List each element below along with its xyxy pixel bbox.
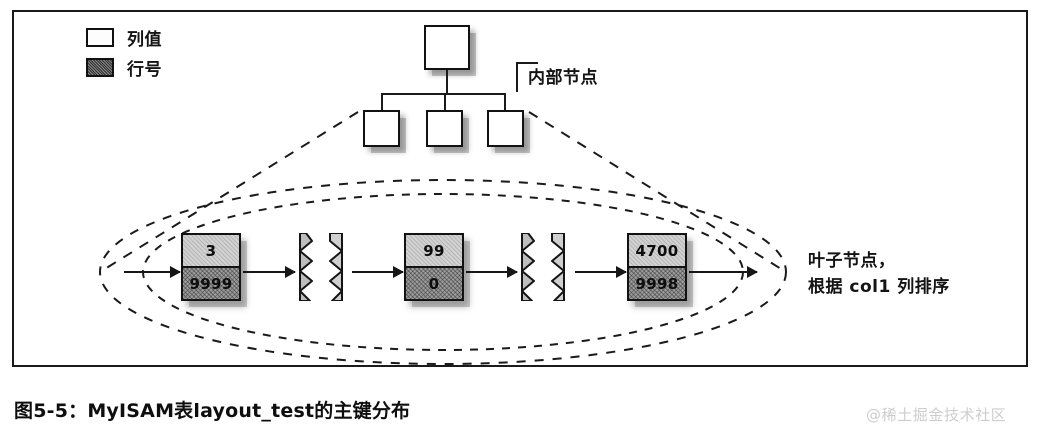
leaf-node-label: 叶子节点， 根据 col1 列排序 [808,248,950,300]
figure-caption: 图5-5：MyISAM表layout_test的主键分布 [14,400,411,422]
connector-child-3 [504,93,506,111]
leaf-chain-arrow-4 [575,266,627,278]
connector-root-stem [446,70,448,94]
legend: 列值 行号 [86,22,266,82]
leaf-rownum-cell: 9998 [629,268,685,299]
leaf-value-cell: 99 [406,235,462,268]
root-node [424,25,470,70]
legend-item-label: 行号 [127,59,162,80]
leaf-value-cell: 4700 [629,235,685,268]
leaf-node-2: 99 0 [404,233,464,301]
legend-item-column-value: 列值 [86,22,266,52]
leaf-rownum-cell: 9999 [183,268,239,299]
zigzag-break-icon [518,232,574,302]
internal-node-callout-leader-vertical [516,62,518,92]
column-value-swatch [86,27,114,47]
internal-node-2 [426,110,463,147]
leaf-chain-arrow-out [689,266,758,278]
internal-node-label: 内部节点 [528,68,598,88]
legend-item-row-number: 行号 [86,52,266,82]
internal-node-callout-leader [516,62,538,64]
leaf-node-3: 4700 9998 [627,233,687,301]
leaf-chain-arrow-3 [466,266,518,278]
leaf-chain-arrow-1 [243,266,296,278]
leaf-node-label-line-2: 根据 col1 列排序 [808,277,950,297]
legend-item-label: 列值 [127,29,162,50]
internal-node-1 [363,110,400,147]
connector-horizontal-bus [381,93,505,95]
leaf-chain-arrow-in [124,266,181,278]
connector-child-2 [444,93,446,111]
leaf-rownum-cell: 0 [406,268,462,299]
connector-child-1 [381,93,383,111]
zigzag-break-icon [296,232,352,302]
leaf-value-cell: 3 [183,235,239,268]
leaf-chain-arrow-2 [352,266,404,278]
row-number-swatch [86,57,114,77]
watermark: @稀土掘金技术社区 [866,406,1007,424]
internal-node-3 [487,110,524,147]
leaf-node-label-line-1: 叶子节点， [808,251,896,271]
leaf-node-1: 3 9999 [181,233,241,301]
